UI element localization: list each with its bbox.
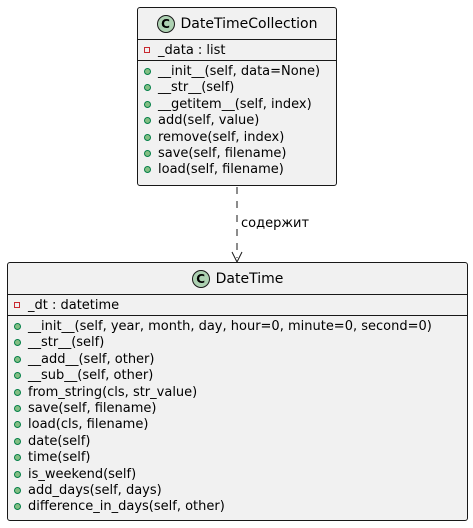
- method-text: __getitem__(self, index): [158, 96, 312, 112]
- method-row: load(cls, filename): [14, 417, 467, 433]
- method-row: save(self, filename): [14, 400, 467, 416]
- method-text: load(cls, filename): [28, 417, 149, 433]
- public-marker-icon: [14, 421, 21, 429]
- public-marker-icon: [14, 388, 21, 396]
- attribute-text: _dt : datetime: [28, 297, 120, 313]
- method-row: __getitem__(self, index): [144, 96, 336, 112]
- method-text: from_string(cls, str_value): [28, 384, 198, 400]
- method-text: time(self): [28, 450, 91, 466]
- method-row: is_weekend(self): [14, 466, 467, 482]
- class-datetime: C DateTime _dt : datetime __init__(self,…: [7, 262, 468, 521]
- method-row: __init__(self, year, month, day, hour=0,…: [14, 318, 467, 334]
- relation-label: содержит: [241, 216, 310, 231]
- method-text: add(self, value): [158, 113, 260, 129]
- public-marker-icon: [14, 503, 21, 511]
- method-row: time(self): [14, 450, 467, 466]
- method-text: __init__(self, year, month, day, hour=0,…: [28, 319, 432, 335]
- public-marker-icon: [144, 84, 151, 92]
- public-marker-icon: [14, 437, 21, 445]
- method-row: date(self): [14, 433, 467, 449]
- class-c-icon: C: [191, 269, 210, 288]
- attributes-section: _data : list: [138, 40, 336, 62]
- public-marker-icon: [144, 150, 151, 158]
- method-text: __sub__(self, other): [28, 368, 154, 384]
- method-text: add_days(self, days): [28, 482, 162, 498]
- method-text: __str__(self): [28, 335, 105, 351]
- method-text: save(self, filename): [28, 401, 157, 417]
- public-marker-icon: [144, 68, 151, 76]
- attributes-section: _dt : datetime: [8, 295, 467, 317]
- class-name: DateTimeCollection: [180, 15, 318, 32]
- method-row: from_string(cls, str_value): [14, 384, 467, 400]
- attribute-text: _data : list: [158, 42, 226, 58]
- method-row: __str__(self): [14, 335, 467, 351]
- class-datetimecollection: C DateTimeCollection _data : list __init…: [137, 7, 337, 186]
- method-row: add(self, value): [144, 113, 336, 129]
- method-row: load(self, filename): [144, 162, 336, 178]
- public-marker-icon: [144, 117, 151, 125]
- public-marker-icon: [14, 470, 21, 478]
- public-marker-icon: [14, 339, 21, 347]
- method-row: remove(self, index): [144, 129, 336, 145]
- method-text: load(self, filename): [158, 162, 284, 178]
- method-text: __add__(self, other): [28, 351, 155, 367]
- methods-section: __init__(self, year, month, day, hour=0,…: [8, 316, 467, 517]
- method-row: __sub__(self, other): [14, 368, 467, 384]
- private-marker-icon: [14, 302, 20, 309]
- method-text: __str__(self): [158, 80, 235, 96]
- public-marker-icon: [14, 486, 21, 494]
- public-marker-icon: [14, 372, 21, 380]
- class-header: C DateTime: [8, 263, 467, 295]
- private-marker-icon: [144, 47, 150, 54]
- method-row: add_days(self, days): [14, 482, 467, 498]
- class-header: C DateTimeCollection: [138, 8, 336, 40]
- public-marker-icon: [14, 355, 21, 363]
- method-text: is_weekend(self): [28, 466, 137, 482]
- public-marker-icon: [14, 405, 21, 413]
- public-marker-icon: [144, 133, 151, 141]
- public-marker-icon: [144, 166, 151, 174]
- method-text: date(self): [28, 433, 91, 449]
- method-row: save(self, filename): [144, 145, 336, 161]
- class-name: DateTime: [215, 270, 284, 287]
- public-marker-icon: [14, 323, 21, 331]
- method-row: __str__(self): [144, 80, 336, 96]
- method-text: difference_in_days(self, other): [28, 499, 225, 515]
- public-marker-icon: [144, 100, 151, 108]
- methods-section: __init__(self, data=None) __str__(self) …: [138, 61, 336, 180]
- method-row: difference_in_days(self, other): [14, 499, 467, 515]
- method-text: save(self, filename): [158, 146, 287, 162]
- method-row: __init__(self, data=None): [144, 63, 336, 79]
- attribute-row: _data : list: [144, 42, 336, 58]
- method-text: remove(self, index): [158, 129, 285, 145]
- class-c-icon: C: [156, 14, 175, 33]
- method-row: __add__(self, other): [14, 351, 467, 367]
- method-text: __init__(self, data=None): [158, 64, 321, 80]
- public-marker-icon: [14, 454, 21, 462]
- attribute-row: _dt : datetime: [14, 297, 467, 313]
